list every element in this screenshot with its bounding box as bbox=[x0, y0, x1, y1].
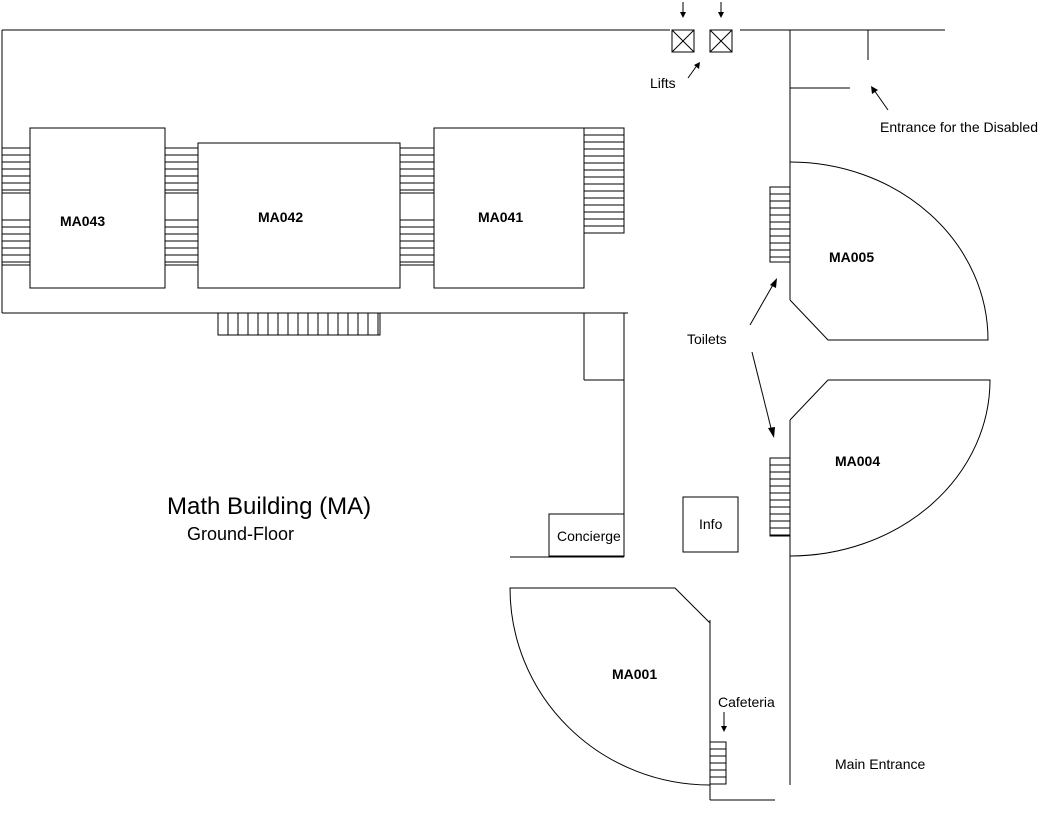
room-label-MA004: MA004 bbox=[835, 453, 880, 469]
room-MA004[interactable] bbox=[769, 379, 991, 557]
disabled-entrance-arrow bbox=[871, 86, 889, 111]
concierge-desk[interactable] bbox=[548, 513, 625, 557]
lifts-label: Lifts bbox=[650, 75, 676, 91]
room-MA042[interactable] bbox=[164, 142, 401, 289]
concierge-label: Concierge bbox=[557, 528, 621, 544]
outer-walls bbox=[1, 29, 945, 801]
room-label-MA001: MA001 bbox=[612, 666, 657, 682]
room-label-MA005: MA005 bbox=[829, 249, 874, 265]
lifts[interactable] bbox=[671, 2, 733, 79]
cafeteria-label: Cafeteria bbox=[718, 694, 775, 710]
room-label-MA043: MA043 bbox=[60, 213, 105, 229]
room-MA005[interactable] bbox=[769, 161, 989, 341]
map-subtitle: Ground-Floor bbox=[187, 524, 294, 544]
disabled-entrance-label: Entrance for the Disabled bbox=[880, 119, 1038, 135]
toilets-arrows bbox=[749, 278, 777, 438]
room-MA041[interactable] bbox=[399, 127, 625, 289]
front-steps bbox=[217, 312, 381, 336]
stair-hatching bbox=[2, 134, 790, 778]
map-title: Math Building (MA) bbox=[167, 493, 371, 520]
room-label-MA041: MA041 bbox=[478, 209, 523, 225]
info-desk[interactable] bbox=[682, 496, 739, 553]
room-label-MA042: MA042 bbox=[258, 209, 303, 225]
room-MA001[interactable] bbox=[509, 587, 727, 786]
toilets-label: Toilets bbox=[687, 331, 727, 347]
room-MA043[interactable] bbox=[1, 127, 166, 289]
info-label: Info bbox=[699, 516, 723, 532]
main-entrance-label: Main Entrance bbox=[835, 756, 925, 772]
